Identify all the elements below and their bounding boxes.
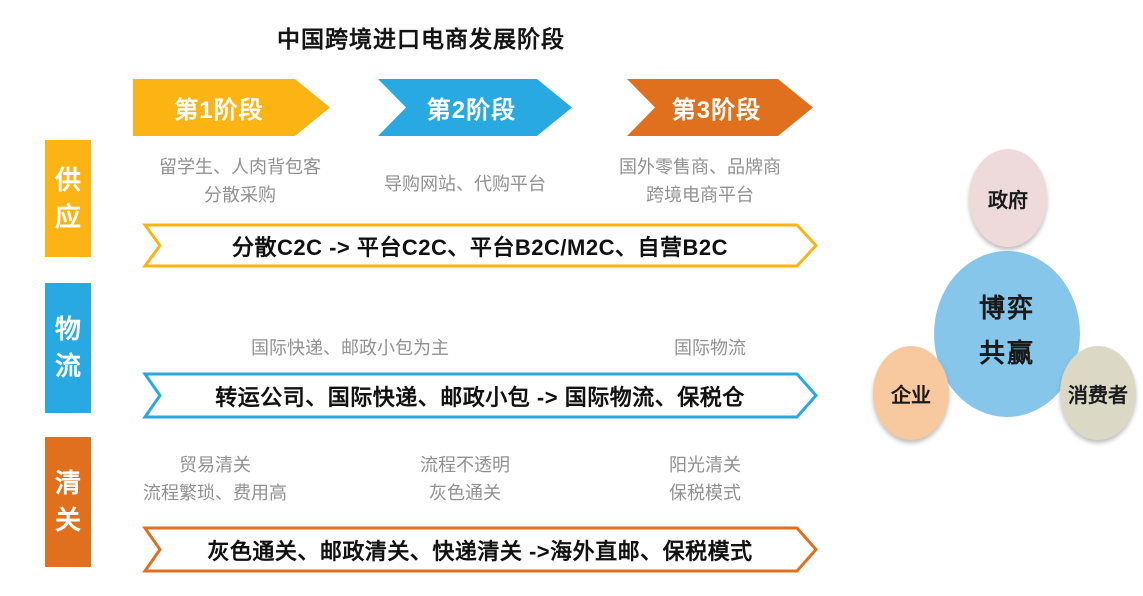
note-line: 灰色通关 bbox=[429, 483, 501, 503]
supply-banner-shape bbox=[142, 223, 819, 268]
customs-row-label: 清关 bbox=[54, 468, 81, 535]
customs-stage1-note: 贸易清关 流程繁琐、费用高 bbox=[100, 451, 330, 507]
customs-banner-text: 灰色通关、邮政清关、快递清关 ->海外直邮、保税模式 bbox=[207, 538, 753, 564]
note-line: 国外零售商、品牌商 bbox=[619, 157, 781, 177]
customs-banner-shape bbox=[142, 526, 819, 573]
supply-row-label: 供应 bbox=[54, 164, 81, 232]
government-label: 政府 bbox=[988, 189, 1028, 212]
supply-stage2-note: 导购网站、代购平台 bbox=[350, 170, 580, 198]
enterprise-label: 企业 bbox=[891, 384, 931, 407]
enterprise-circle bbox=[873, 346, 949, 440]
consumer-circle bbox=[1060, 346, 1136, 440]
supply-row-swatch bbox=[45, 140, 91, 257]
win-win-label-line2: 共赢 bbox=[978, 337, 1035, 368]
consumer-label: 消费者 bbox=[1068, 384, 1128, 407]
note-line: 分散采购 bbox=[204, 185, 276, 205]
note-line: 流程繁琐、费用高 bbox=[143, 483, 287, 503]
note-line: 国际物流 bbox=[674, 338, 746, 358]
note-line: 导购网站、代购平台 bbox=[384, 174, 546, 194]
note-line: 留学生、人肉背包客 bbox=[159, 157, 321, 177]
stage-3-arrow-shape bbox=[627, 79, 813, 136]
win-win-center-circle bbox=[934, 251, 1080, 417]
logistics-row-label: 物流 bbox=[54, 314, 81, 381]
logistics-stage3-note: 国际物流 bbox=[595, 334, 825, 362]
logistics-banner-shape bbox=[142, 372, 819, 419]
supply-stage3-note: 国外零售商、品牌商 跨境电商平台 bbox=[585, 153, 815, 209]
note-line: 阳光清关 bbox=[669, 455, 741, 475]
stage-2-label: 第2阶段 bbox=[426, 97, 517, 124]
stage-1-label: 第1阶段 bbox=[174, 97, 264, 124]
stage-1-arrow-shape bbox=[133, 79, 330, 136]
win-win-label-line1: 博弈 bbox=[978, 292, 1035, 323]
government-circle bbox=[969, 149, 1047, 247]
page-title: 中国跨境进口电商发展阶段 bbox=[277, 26, 565, 52]
note-line: 流程不透明 bbox=[420, 455, 510, 475]
logistics-banner-text: 转运公司、国际快递、邮政小包 -> 国际物流、保税仓 bbox=[215, 384, 745, 410]
customs-stage3-note: 阳光清关 保税模式 bbox=[590, 451, 820, 507]
note-line: 国际快递、邮政小包为主 bbox=[251, 338, 449, 358]
note-line: 跨境电商平台 bbox=[646, 185, 754, 205]
note-line: 保税模式 bbox=[669, 483, 741, 503]
note-line: 贸易清关 bbox=[179, 455, 251, 475]
logistics-row-swatch bbox=[45, 283, 91, 413]
customs-stage2-note: 流程不透明 灰色通关 bbox=[350, 451, 580, 507]
logistics-stage12-note: 国际快递、邮政小包为主 bbox=[200, 334, 500, 362]
customs-row-swatch bbox=[45, 437, 91, 567]
supply-stage1-note: 留学生、人肉背包客 分散采购 bbox=[125, 153, 355, 209]
stage-3-label: 第3阶段 bbox=[671, 97, 762, 124]
supply-banner-text: 分散C2C -> 平台C2C、平台B2C/M2C、自营B2C bbox=[231, 234, 728, 260]
stage-2-arrow-shape bbox=[378, 79, 572, 136]
